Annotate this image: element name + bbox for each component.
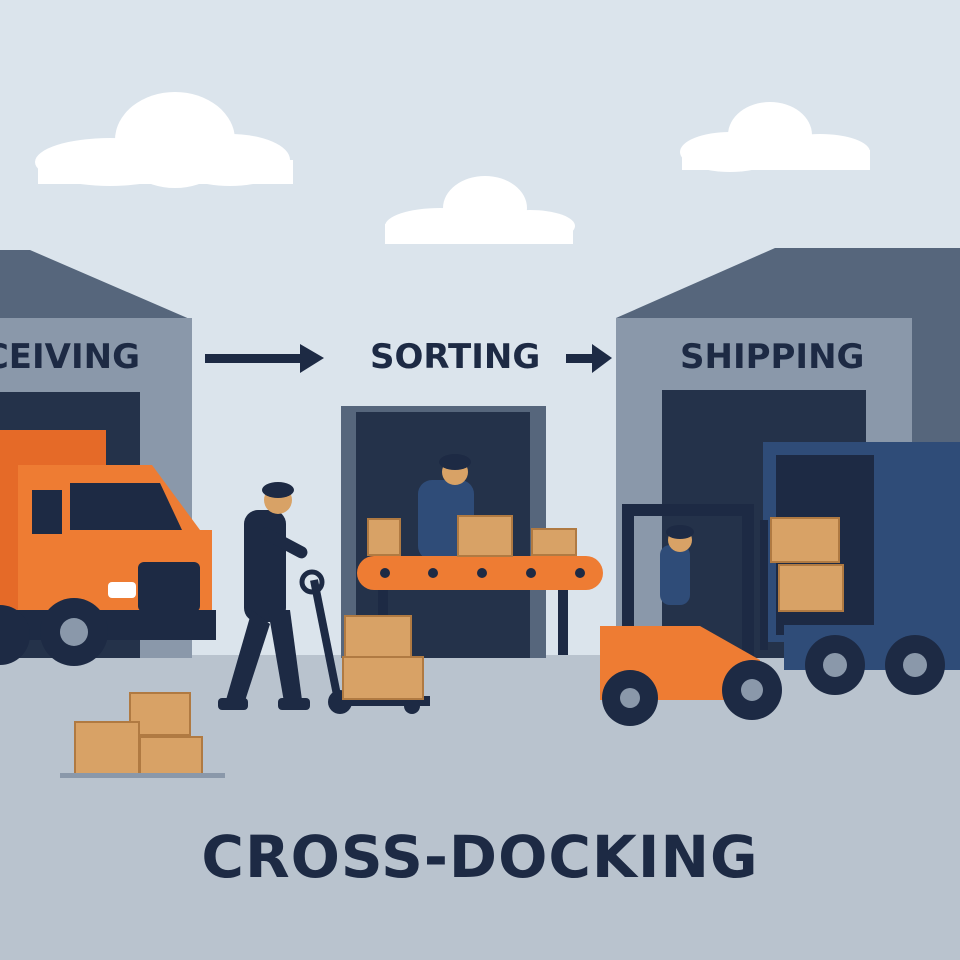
truck-boxes	[770, 517, 844, 612]
conveyor-boxes	[367, 515, 577, 557]
hand-truck	[299, 569, 430, 714]
stage-label-sorting: SORTING	[370, 337, 541, 377]
cloud-right	[680, 102, 870, 172]
stage-label-receiving: CEIVING	[0, 337, 140, 377]
arrow-receiving-to-sorting	[205, 344, 324, 373]
cloud-left	[35, 92, 293, 188]
arrow-sorting-to-shipping	[566, 344, 612, 373]
stage-label-shipping: SHIPPING	[680, 337, 865, 377]
hand-truck-boxes	[342, 615, 424, 700]
forklift	[600, 504, 782, 726]
receiving-truck	[0, 430, 216, 666]
diagram-title: CROSS-DOCKING	[201, 823, 759, 891]
box-pile-shadow	[60, 773, 225, 778]
hand-truck-worker	[218, 482, 310, 710]
cloud-center	[385, 176, 575, 244]
box-pile	[74, 692, 203, 776]
